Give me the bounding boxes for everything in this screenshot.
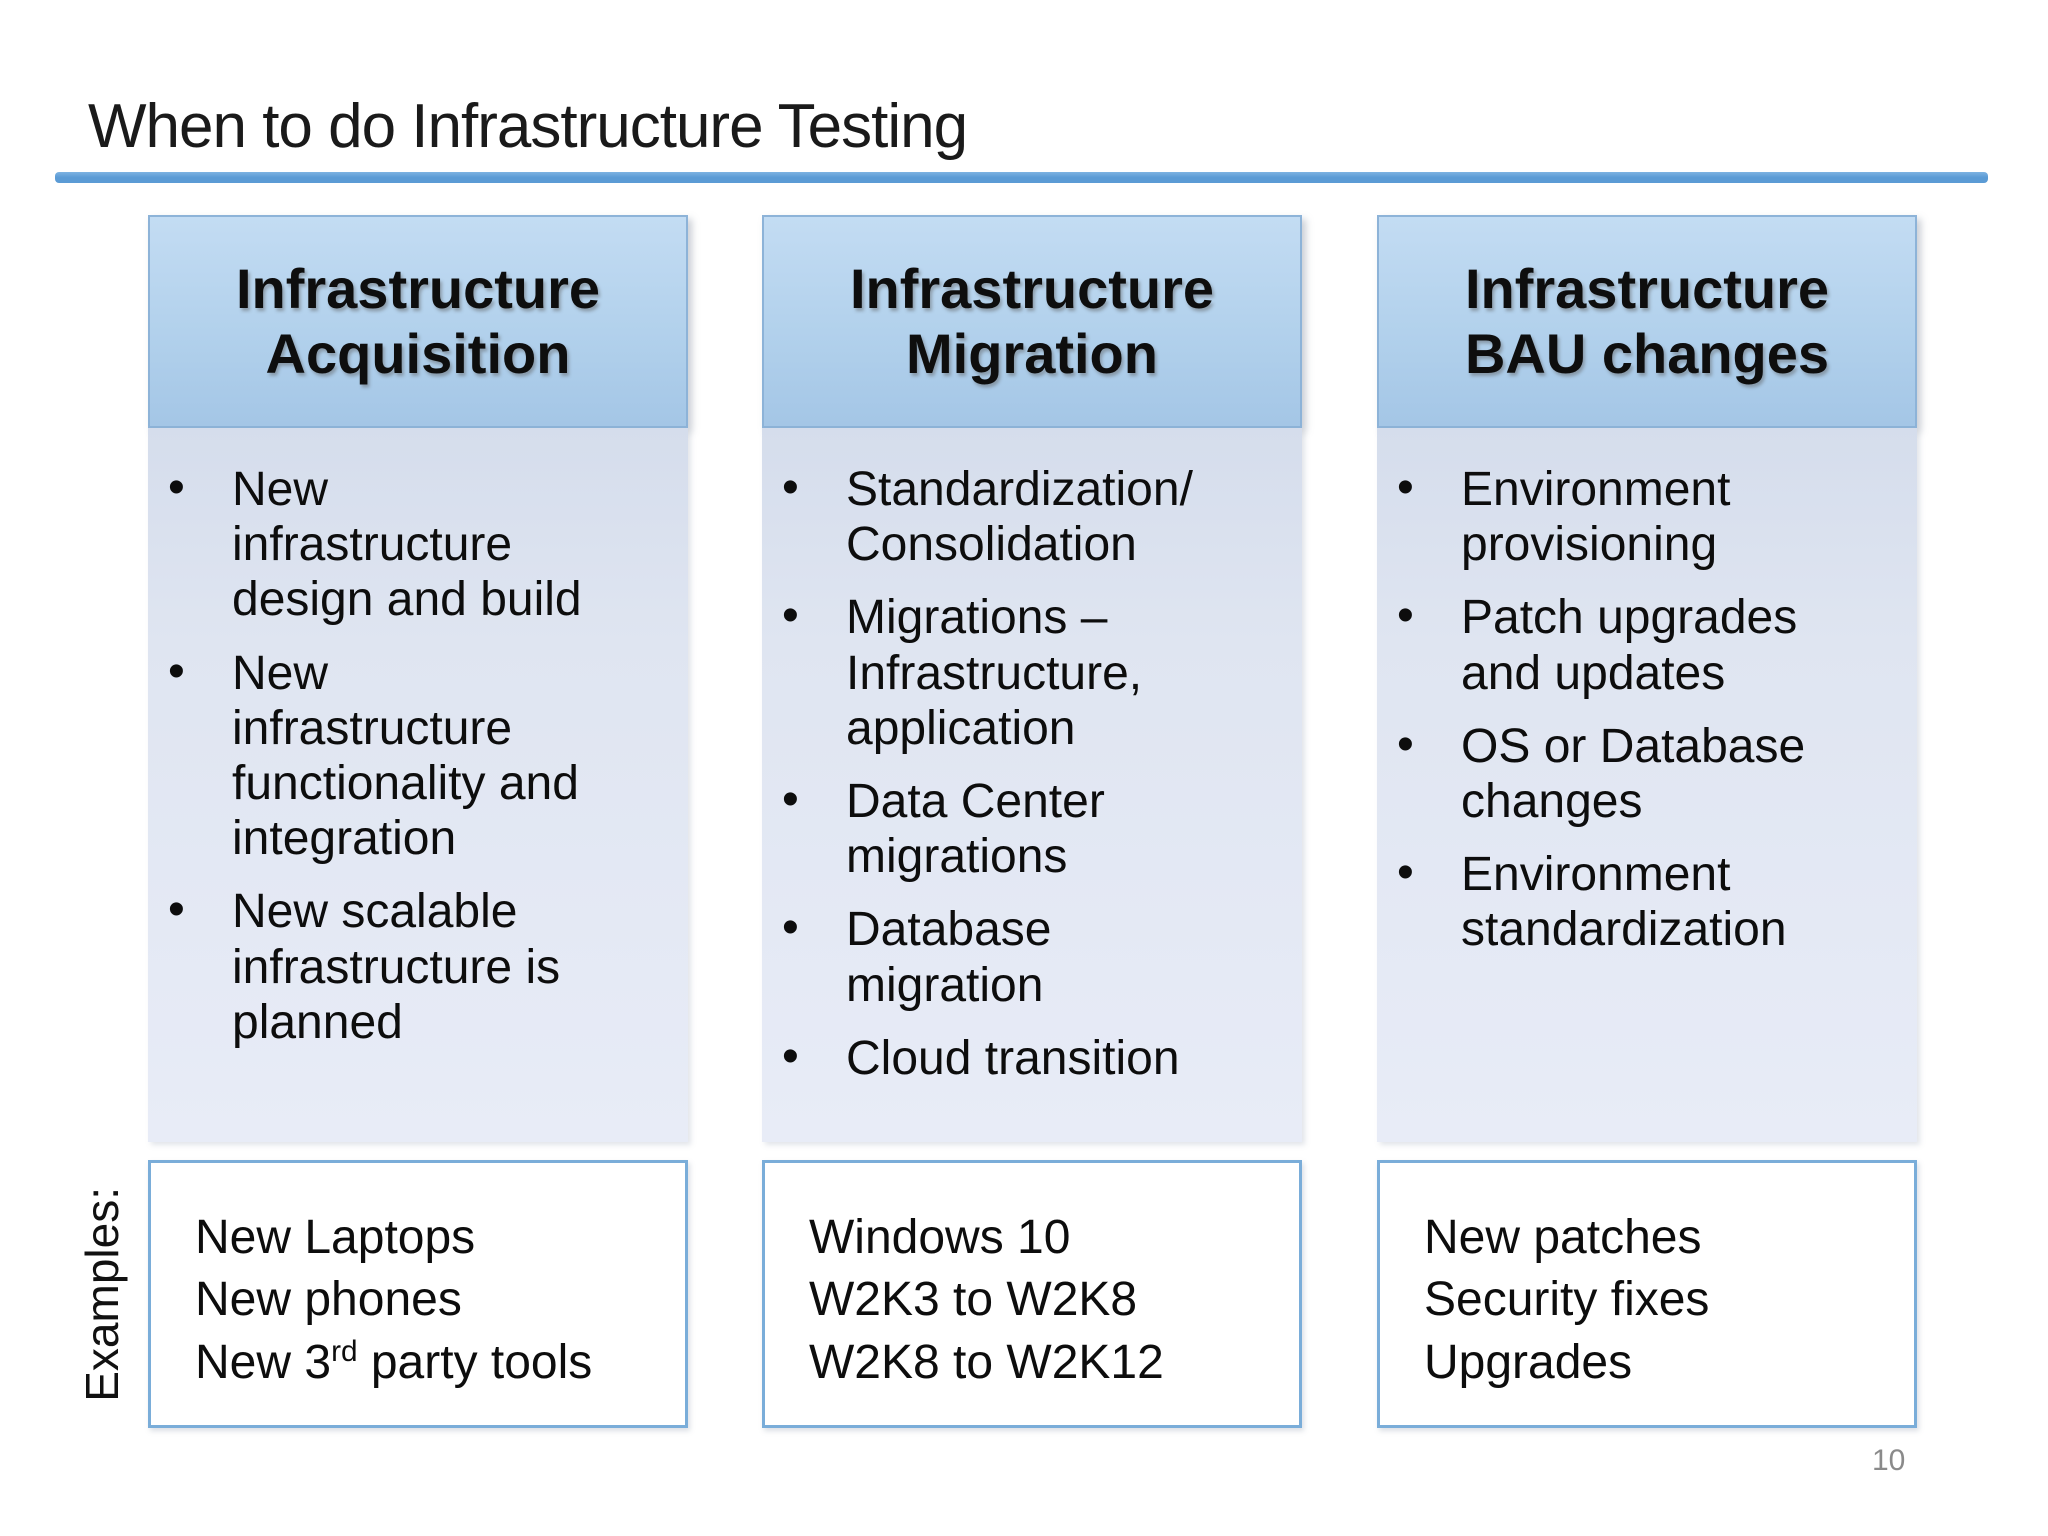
example-line: New Laptops <box>195 1211 476 1264</box>
bullet-item: OS or Database changes <box>1377 717 1833 829</box>
column-header-label: Infrastructure BAU changes <box>1464 256 1830 385</box>
example-line: New 3rd party tools <box>195 1332 669 1394</box>
bullet-list: Standardization/ Consolidation Migration… <box>762 428 1302 1086</box>
column-bullets-panel: New infrastructure design and build New … <box>148 428 688 1142</box>
bullet-list: Environment provisioning Patch upgrades … <box>1377 428 1917 958</box>
example-text-post: party tools <box>357 1335 593 1389</box>
examples-box: Windows 10 W2K3 to W2K8 W2K8 to W2K12 <box>762 1160 1302 1428</box>
examples-label: Examples: <box>76 1186 128 1402</box>
example-line: W2K3 to W2K8 <box>809 1273 1138 1327</box>
column-infrastructure-bau-changes: Infrastructure BAU changes Environment p… <box>1377 0 1917 1536</box>
column-header: Infrastructure Migration <box>762 215 1302 428</box>
example-text-pre: New 3 <box>195 1335 332 1389</box>
column-bullets-panel: Standardization/ Consolidation Migration… <box>762 428 1302 1142</box>
column-header: Infrastructure BAU changes <box>1377 215 1917 428</box>
bullet-item: Patch upgrades and updates <box>1377 588 1833 700</box>
column-header-label: Infrastructure Acquisition <box>235 256 601 385</box>
bullet-list: New infrastructure design and build New … <box>148 428 688 1050</box>
bullet-item: Environment standardization <box>1377 845 1833 957</box>
example-line: Upgrades <box>1424 1335 1633 1389</box>
column-infrastructure-migration: Infrastructure Migration Standardization… <box>762 0 1302 1536</box>
bullet-item: Migrations – Infrastructure, application <box>762 588 1218 756</box>
column-bullets-panel: Environment provisioning Patch upgrades … <box>1377 428 1917 1142</box>
bullet-item: Data Center migrations <box>762 772 1218 884</box>
bullet-item: New infrastructure functionality and int… <box>148 644 604 867</box>
example-line: Security fixes <box>1424 1273 1710 1327</box>
column-infrastructure-acquisition: Infrastructure Acquisition New infrastru… <box>148 0 688 1536</box>
page-number: 10 <box>1872 1444 1906 1477</box>
bullet-item: Database migration <box>762 900 1218 1012</box>
column-header: Infrastructure Acquisition <box>148 215 688 428</box>
bullet-item: New scalable infrastructure is planned <box>148 882 604 1050</box>
bullet-item: Cloud transition <box>762 1029 1218 1086</box>
bullet-item: Standardization/ Consolidation <box>762 460 1218 572</box>
example-line: New patches <box>1424 1211 1702 1264</box>
bullet-item: Environment provisioning <box>1377 460 1833 572</box>
examples-box: New patches Security fixes Upgrades <box>1377 1160 1917 1428</box>
bullet-item: New infrastructure design and build <box>148 460 604 628</box>
example-line: W2K8 to W2K12 <box>809 1335 1164 1389</box>
examples-box: New Laptops New phones New 3rd party too… <box>148 1160 688 1428</box>
column-header-label: Infrastructure Migration <box>849 256 1215 385</box>
examples-label-wrap: Examples: <box>58 1160 146 1428</box>
example-line: Windows 10 <box>809 1211 1071 1264</box>
title-underline-rule <box>55 172 1988 183</box>
superscript-ordinal: rd <box>331 1334 358 1368</box>
example-line: New phones <box>195 1273 462 1327</box>
page-title: When to do Infrastructure Testing <box>88 92 968 161</box>
